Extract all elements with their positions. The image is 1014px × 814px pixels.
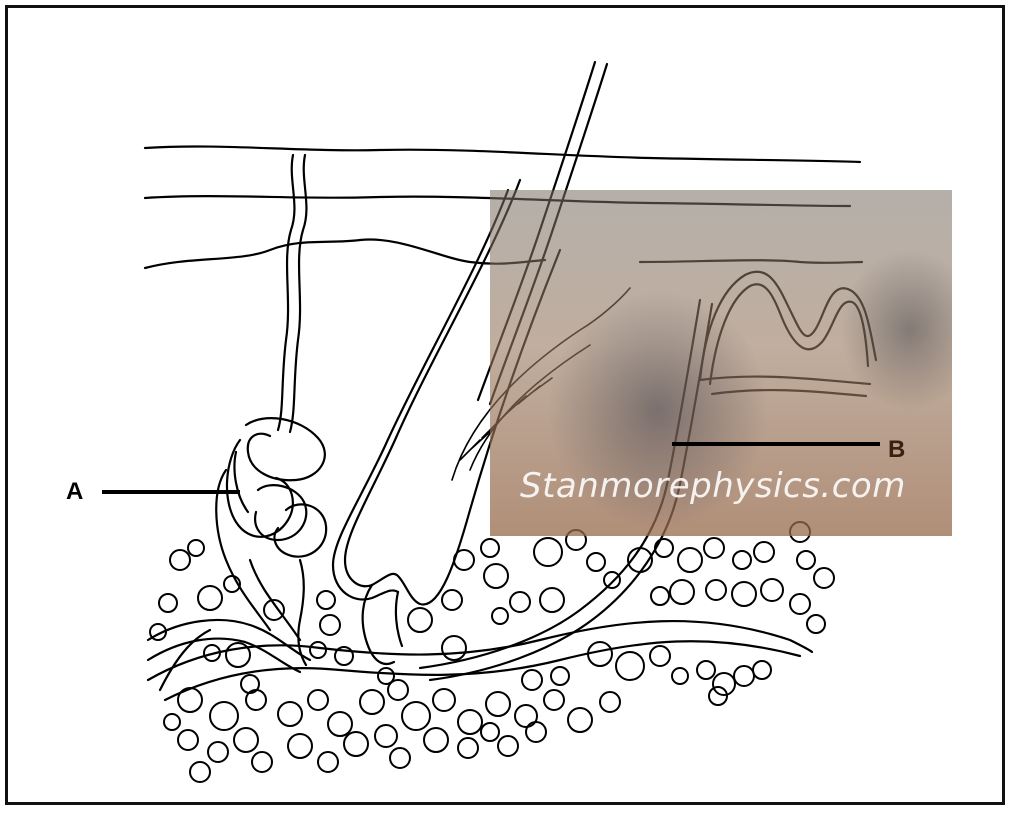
label-b: B (888, 436, 905, 464)
label-a: A (66, 478, 83, 506)
